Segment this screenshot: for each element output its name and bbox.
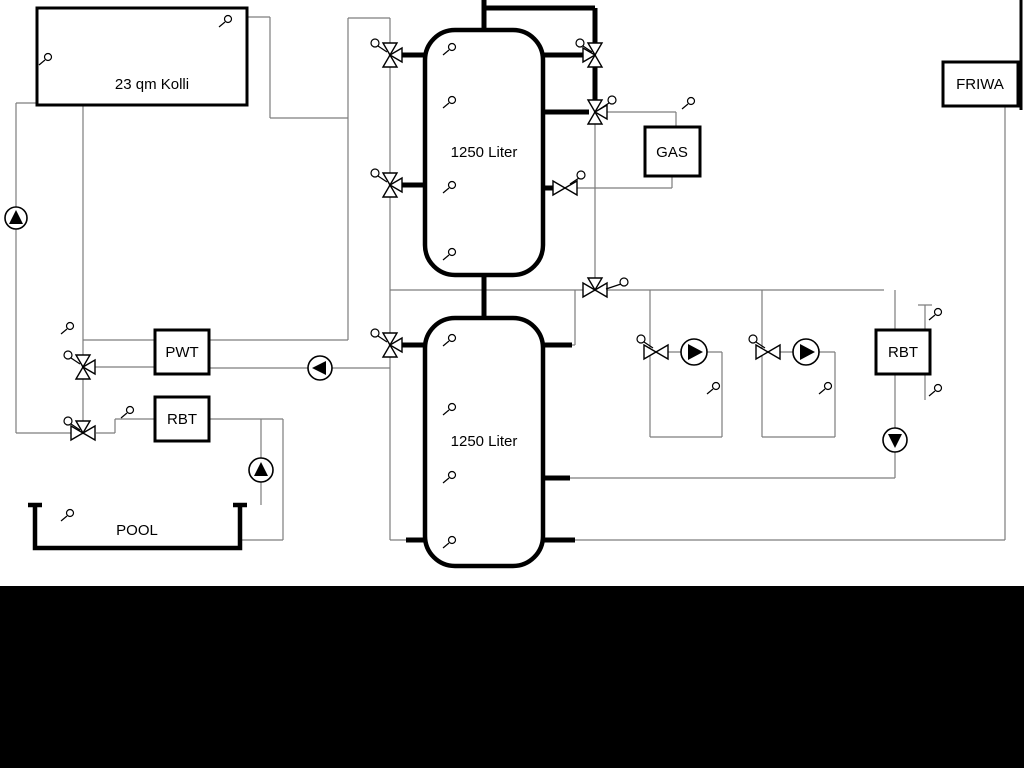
three-way-valve-tank1-top	[381, 42, 403, 68]
temp-sensor	[681, 96, 696, 110]
rbt-left-box: RBT	[153, 395, 211, 443]
thick-pipes	[402, 0, 598, 543]
rbt-right-box: RBT	[874, 328, 932, 376]
three-way-valve-tank1-mid	[381, 172, 403, 198]
bottom-letterbox	[0, 586, 1024, 768]
buffer-tank-top: 1250 Liter	[422, 27, 546, 278]
valve-actuators	[63, 38, 766, 431]
temp-sensor	[60, 321, 75, 335]
heating-pump-1	[680, 338, 708, 366]
heating-pump-2	[792, 338, 820, 366]
rbt-left-label: RBT	[167, 411, 197, 428]
friwa-label: FRIWA	[956, 76, 1004, 93]
gas-boiler-box: GAS	[643, 125, 702, 178]
collector-label: 23 qm Kolli	[115, 76, 189, 93]
solar-pump	[4, 206, 28, 230]
temp-sensor	[818, 381, 833, 395]
temp-sensor	[706, 381, 721, 395]
temp-sensor	[60, 508, 75, 522]
mixing-valve-gas-supply	[586, 99, 608, 125]
three-way-valve-tank2-top	[381, 332, 403, 358]
valve-gas-return	[552, 179, 578, 197]
temp-sensor	[928, 307, 943, 321]
three-way-valve-distribution	[582, 277, 608, 299]
pool-pump	[248, 457, 274, 483]
valve-heating-circuit-1	[643, 343, 669, 361]
valve-charge-top	[582, 42, 604, 68]
pwt-pump	[307, 355, 333, 381]
rbt-pump	[882, 427, 908, 453]
three-way-valve-pwt	[74, 354, 96, 380]
pool-basin: POOL	[28, 502, 247, 551]
three-way-valve-pool	[70, 420, 96, 442]
pwt-label: PWT	[165, 344, 198, 361]
pwt-heat-exchanger-box: PWT	[153, 328, 211, 376]
tank-bottom-label: 1250 Liter	[451, 433, 518, 450]
buffer-tank-bottom: 1250 Liter	[422, 315, 546, 569]
temp-sensor	[928, 383, 943, 397]
tank-top-label: 1250 Liter	[451, 144, 518, 161]
solar-collector-box: 23 qm Kolli	[35, 6, 249, 107]
pool-label: POOL	[116, 522, 158, 539]
gas-label: GAS	[656, 144, 688, 161]
rbt-right-label: RBT	[888, 344, 918, 361]
hydraulic-schematic-canvas: 23 qm Kolli 1250 Liter 1250 Liter GAS FR…	[4, 0, 1023, 569]
temp-sensor	[120, 405, 135, 419]
valve-heating-circuit-2	[755, 343, 781, 361]
friwa-station-box: FRIWA	[941, 60, 1020, 108]
